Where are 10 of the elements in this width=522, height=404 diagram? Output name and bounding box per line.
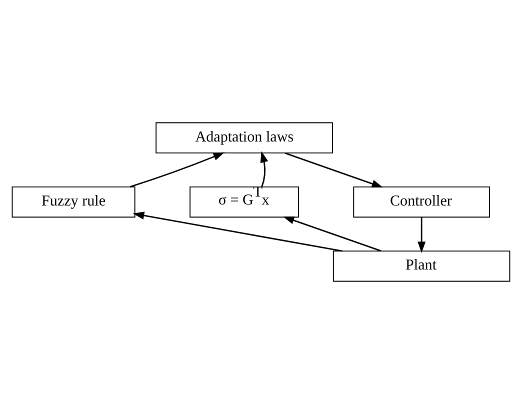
arrow xyxy=(260,151,268,187)
arrow xyxy=(282,216,382,252)
arrow xyxy=(132,212,343,252)
arrow xyxy=(284,152,384,188)
node-box: Adaptation laws xyxy=(156,122,333,154)
arrow xyxy=(418,217,426,253)
arrow xyxy=(130,152,225,188)
node-box: Controller xyxy=(353,186,490,218)
node-box: Plant xyxy=(332,250,510,282)
node-box: Fuzzy rule xyxy=(12,186,136,218)
